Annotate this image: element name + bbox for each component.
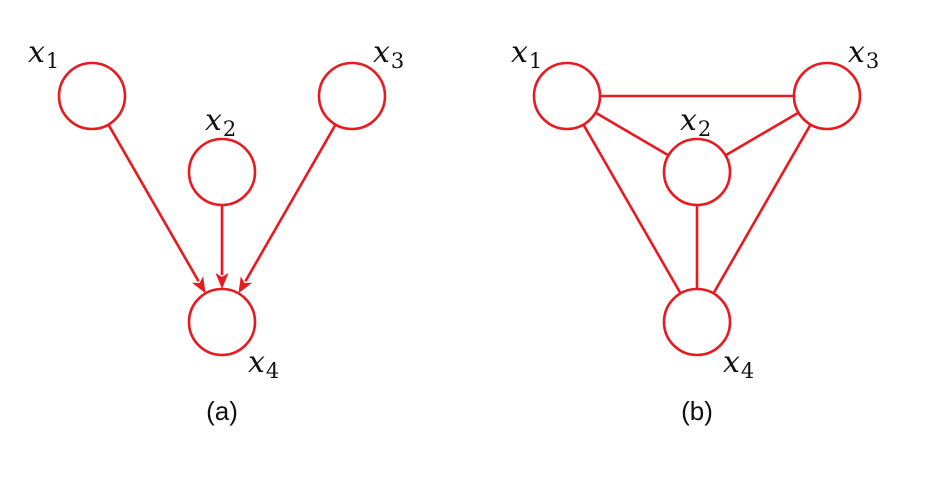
label-base: x — [723, 345, 740, 380]
node-b-x3 — [792, 61, 862, 131]
label-subscript: 2 — [223, 117, 236, 141]
label-base: x — [373, 35, 390, 70]
edges-layer — [107, 94, 812, 295]
label-a-x2: x2 — [205, 103, 236, 141]
label-subscript: 1 — [46, 49, 59, 73]
edge-b-x1-x4 — [582, 123, 682, 295]
arrowhead-a-x3-x4 — [238, 276, 253, 294]
label-b-x1: x1 — [511, 35, 542, 73]
label-a-x1: x1 — [28, 35, 59, 73]
label-b-x4: x4 — [723, 345, 754, 383]
label-subscript: 4 — [266, 359, 279, 383]
edge-a-x1-x4 — [107, 123, 200, 282]
node-a-x4 — [187, 287, 257, 357]
label-base: x — [28, 35, 45, 70]
node-a-x1 — [57, 61, 127, 131]
label-subscript: 2 — [698, 117, 711, 141]
node-a-x3 — [317, 61, 387, 131]
label-base: x — [848, 35, 865, 70]
label-a-x3: x3 — [373, 35, 404, 73]
label-base: x — [511, 35, 528, 70]
label-subscript: 3 — [866, 49, 879, 73]
edge-a-x3-x4 — [244, 123, 337, 282]
node-b-x1 — [532, 61, 602, 131]
edge-b-x3-x4 — [712, 123, 812, 295]
label-base: x — [205, 103, 222, 138]
node-b-x2 — [662, 137, 732, 207]
caption-b: (b) — [681, 396, 713, 426]
label-base: x — [248, 345, 265, 380]
label-a-x4: x4 — [248, 345, 279, 383]
label-base: x — [680, 103, 697, 138]
node-b-x4 — [662, 287, 732, 357]
label-subscript: 4 — [741, 359, 754, 383]
caption-a: (a) — [206, 396, 238, 426]
node-a-x2 — [187, 137, 257, 207]
nodes-layer — [57, 61, 862, 357]
label-b-x3: x3 — [848, 35, 879, 73]
arrowhead-a-x2-x4 — [215, 273, 229, 289]
edge-b-x1-x2 — [594, 111, 670, 157]
label-subscript: 1 — [529, 49, 542, 73]
label-subscript: 3 — [391, 49, 404, 73]
arrowhead-a-x1-x4 — [191, 276, 206, 294]
edge-b-x2-x3 — [724, 111, 800, 157]
label-b-x2: x2 — [680, 103, 711, 141]
